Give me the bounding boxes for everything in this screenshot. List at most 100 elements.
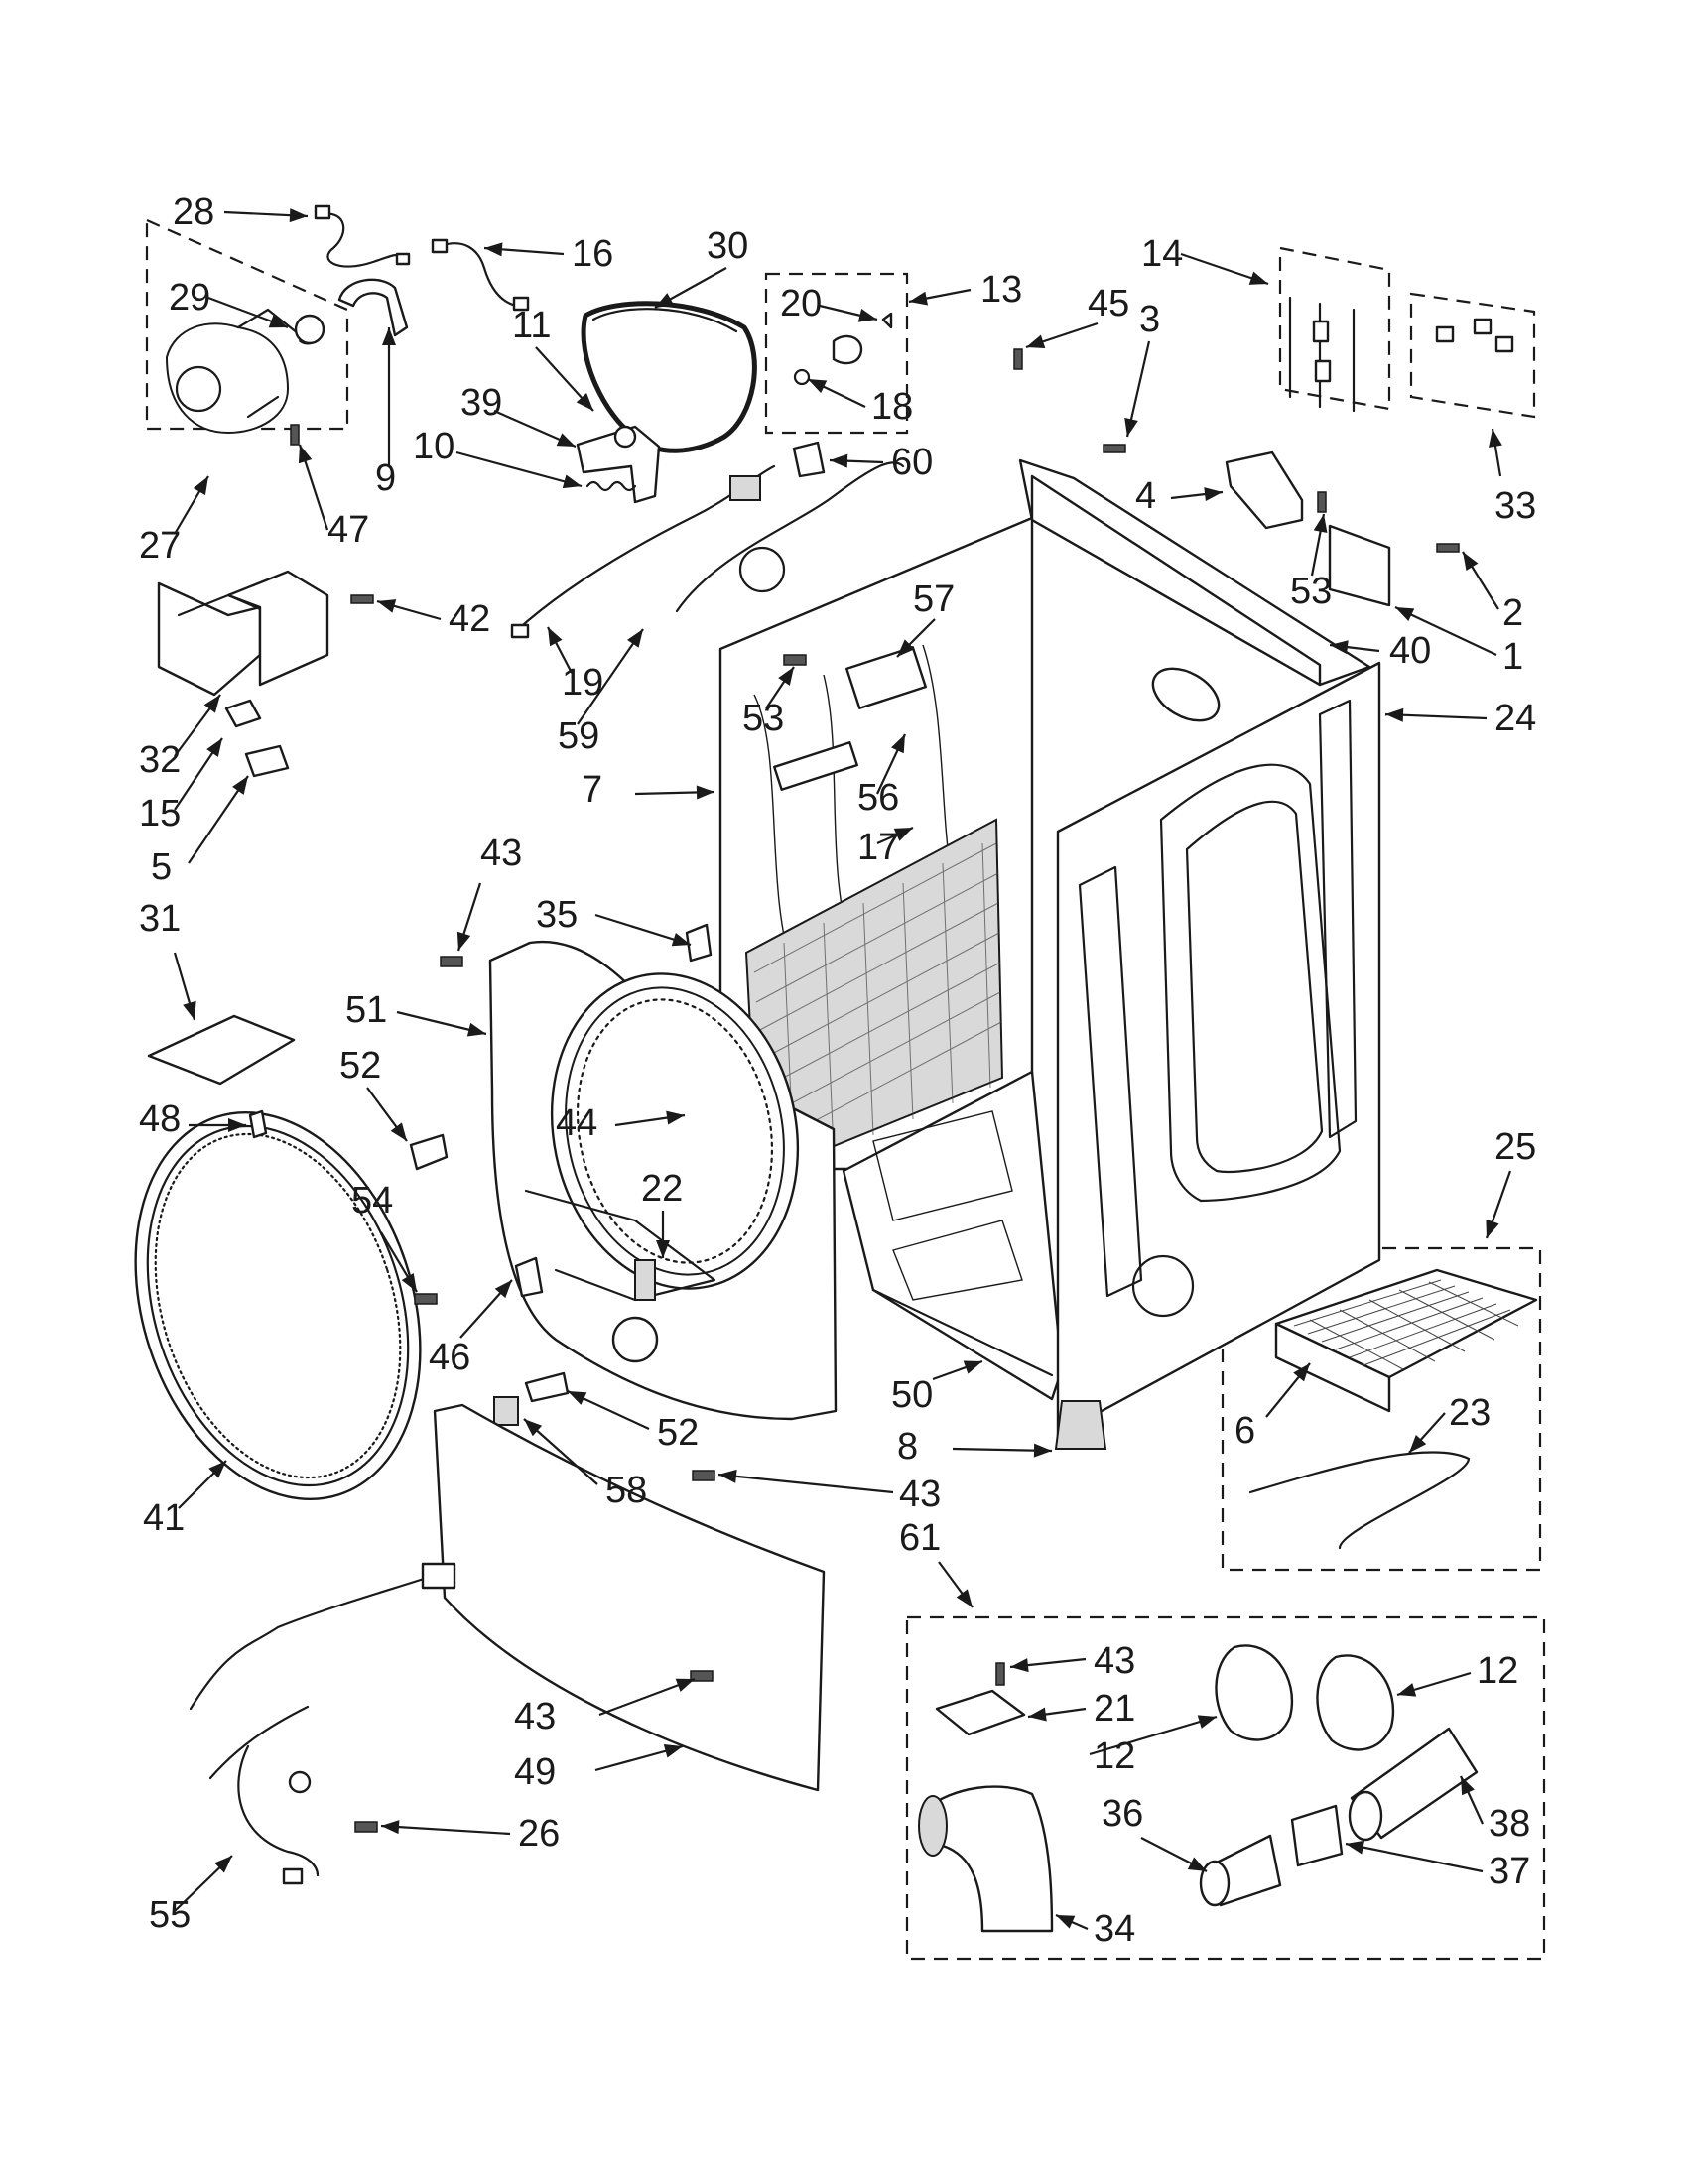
label-59: 59 bbox=[558, 715, 599, 757]
rail-50 bbox=[871, 1288, 1054, 1377]
label-15: 15 bbox=[139, 793, 181, 835]
clip-35 bbox=[685, 923, 713, 963]
label-25: 25 bbox=[1494, 1126, 1536, 1168]
label-23: 23 bbox=[1449, 1392, 1491, 1434]
exhaust-cap-12b bbox=[1316, 1654, 1395, 1751]
block-4 bbox=[1225, 450, 1304, 530]
label-34: 34 bbox=[1094, 1908, 1135, 1950]
main-harness-assembly bbox=[189, 1562, 456, 1885]
label-12a: 12 bbox=[1477, 1650, 1518, 1692]
arrowhead-34-66 bbox=[1056, 1915, 1076, 1929]
label-32: 32 bbox=[139, 739, 181, 781]
label-51: 51 bbox=[345, 989, 387, 1031]
connector-55b bbox=[282, 1867, 304, 1885]
part-labels: 28 16 30 20 13 14 45 29 18 11 3 33 39 10… bbox=[139, 192, 1536, 1950]
door-latch-strike bbox=[611, 1316, 659, 1363]
label-39: 39 bbox=[460, 382, 502, 424]
label-44: 44 bbox=[556, 1102, 597, 1144]
switch-15 bbox=[224, 699, 262, 728]
exhaust-cap-12a bbox=[1215, 1644, 1294, 1741]
screw-42 bbox=[350, 594, 374, 604]
arrowhead-32-29 bbox=[203, 695, 220, 713]
arrowhead-41-53 bbox=[208, 1461, 226, 1478]
arrowhead-56-31 bbox=[891, 734, 905, 754]
leader-1-24 bbox=[1394, 606, 1497, 656]
label-43d: 43 bbox=[1094, 1640, 1135, 1682]
harness-parts bbox=[510, 296, 1514, 1450]
top-frame bbox=[1018, 458, 1371, 687]
group-25-parts bbox=[1248, 1268, 1538, 1550]
label-13: 13 bbox=[980, 269, 1022, 311]
arrowhead-59-26 bbox=[627, 629, 643, 648]
label-10: 10 bbox=[413, 426, 454, 467]
arrowhead-60-14 bbox=[830, 453, 848, 468]
arrowhead-12-56 bbox=[1397, 1683, 1417, 1697]
leader-lines bbox=[173, 208, 1512, 1931]
arrowhead-9-16 bbox=[382, 327, 396, 345]
label-29: 29 bbox=[169, 277, 210, 319]
arrowhead-52-39 bbox=[390, 1122, 407, 1141]
arrowhead-8-50 bbox=[1033, 1443, 1052, 1458]
label-1: 1 bbox=[1502, 636, 1523, 678]
screw-3 bbox=[1103, 444, 1126, 453]
arrowhead-52-49 bbox=[568, 1391, 587, 1405]
elbow-34 bbox=[923, 1785, 1054, 1933]
label-38: 38 bbox=[1489, 1803, 1530, 1845]
arrowhead-31-35 bbox=[183, 1000, 196, 1020]
drive-belt bbox=[581, 301, 757, 453]
arrowhead-10-13 bbox=[562, 474, 582, 489]
label-12b: 12 bbox=[1094, 1735, 1135, 1777]
idler-group-box bbox=[764, 272, 909, 435]
label-35: 35 bbox=[536, 894, 578, 936]
label-17: 17 bbox=[857, 827, 899, 868]
arrowhead-7-32 bbox=[696, 785, 714, 800]
arrowhead-36-61 bbox=[1187, 1857, 1207, 1871]
label-36: 36 bbox=[1102, 1793, 1143, 1835]
plate-56 bbox=[773, 741, 858, 791]
screw-43a bbox=[440, 956, 463, 967]
screw-45 bbox=[1013, 348, 1023, 370]
arrowhead-23-48 bbox=[1409, 1434, 1427, 1453]
label-49: 49 bbox=[514, 1751, 556, 1793]
group-boxes bbox=[145, 218, 1546, 1961]
label-24: 24 bbox=[1494, 698, 1536, 739]
arrowhead-53-20 bbox=[1313, 514, 1328, 534]
leader-43-52 bbox=[717, 1473, 894, 1494]
arrowhead-61-54 bbox=[956, 1589, 973, 1607]
label-54: 54 bbox=[351, 1180, 393, 1221]
arrowhead-24-28 bbox=[1385, 707, 1404, 722]
connector-55a bbox=[421, 1562, 456, 1590]
arrowhead-43-36 bbox=[456, 931, 471, 951]
arrowhead-17-33 bbox=[893, 828, 913, 841]
arrowhead-25-42 bbox=[1486, 1219, 1499, 1238]
wire-28 bbox=[320, 212, 403, 268]
cord-59 bbox=[675, 461, 905, 613]
arrowhead-42-19 bbox=[377, 599, 397, 613]
label-5: 5 bbox=[151, 846, 172, 888]
label-53a: 53 bbox=[742, 698, 784, 739]
motor-area-parts bbox=[147, 204, 757, 1139]
label-57: 57 bbox=[913, 578, 955, 620]
label-21: 21 bbox=[1094, 1688, 1135, 1730]
door-switch bbox=[634, 1259, 656, 1301]
cover-31 bbox=[147, 1014, 296, 1086]
thermostat-57 bbox=[845, 646, 927, 709]
arrowhead-57-22 bbox=[897, 639, 915, 657]
plate-21 bbox=[935, 1689, 1026, 1736]
front-panel-assembly bbox=[409, 923, 838, 1426]
screw-43b bbox=[692, 1470, 715, 1481]
spring-10 bbox=[585, 480, 637, 492]
main-wire-harness bbox=[189, 1576, 429, 1877]
door-outer-ring bbox=[134, 1111, 422, 1500]
label-45: 45 bbox=[1088, 283, 1129, 324]
leader-37-64 bbox=[1345, 1842, 1484, 1873]
arrowhead-50-46 bbox=[963, 1360, 982, 1374]
arrowhead-49-60 bbox=[663, 1743, 683, 1758]
label-20: 20 bbox=[780, 283, 822, 324]
arrowhead-55-65 bbox=[214, 1856, 232, 1873]
arrowhead-43-52 bbox=[718, 1469, 737, 1483]
arrowhead-22-44 bbox=[656, 1240, 670, 1258]
group-61-box bbox=[905, 1615, 1546, 1961]
label-16: 16 bbox=[572, 233, 613, 275]
